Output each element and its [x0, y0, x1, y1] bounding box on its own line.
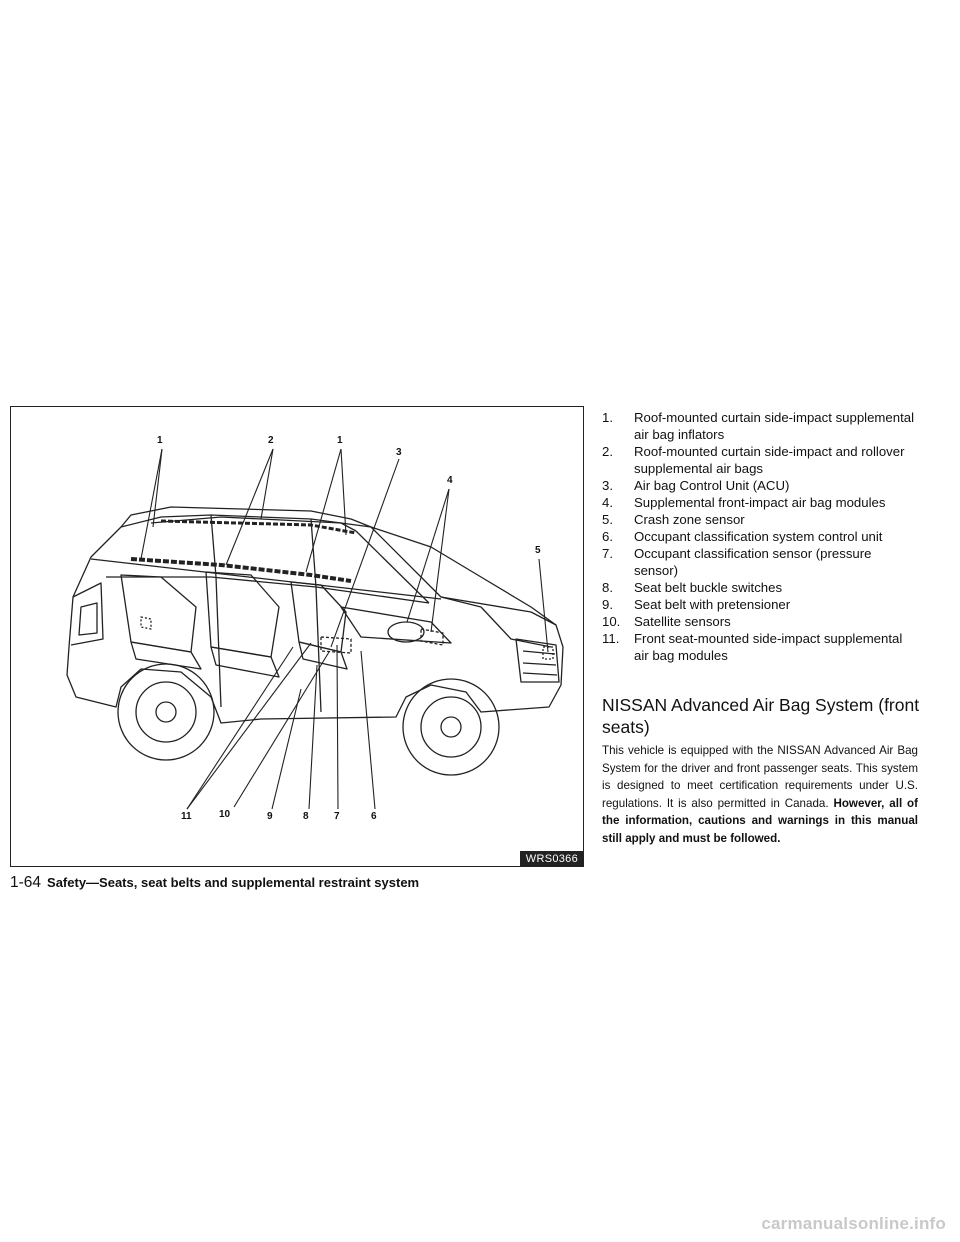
legend-item: 5. Crash zone sensor	[602, 511, 914, 528]
legend-item: 3. Air bag Control Unit (ACU)	[602, 477, 914, 494]
callout-1a: 1	[157, 435, 163, 446]
legend-number: 11.	[602, 631, 620, 646]
vehicle-airbag-diagram: 1 2 1 3 4 5 11 10 9 8 7 6 WRS0366	[10, 406, 584, 867]
callout-11: 11	[181, 811, 192, 822]
callout-1b: 1	[337, 435, 343, 446]
legend-item: 8. Seat belt buckle switches	[602, 579, 914, 596]
section-title: Safety—Seats, seat belts and supplementa…	[47, 875, 420, 890]
callout-4: 4	[447, 475, 453, 486]
callout-8: 8	[303, 811, 309, 822]
legend-item: 1. Roof-mounted curtain side-impact suppl…	[602, 409, 914, 443]
body-text: This vehicle is equipped with the NISSAN…	[602, 744, 918, 810]
legend-text: Seat belt with pretensioner	[634, 597, 791, 612]
legend-text: Satellite sensors	[634, 614, 731, 629]
legend-number: 7.	[602, 546, 613, 561]
legend-item: 2. Roof-mounted curtain side-impact and r…	[602, 443, 914, 477]
legend-number: 1.	[602, 410, 613, 425]
legend-item: 4. Supplemental front-impact air bag modu…	[602, 494, 914, 511]
legend-item: 10. Satellite sensors	[602, 613, 914, 630]
legend-item: 7. Occupant classification sensor (pressu…	[602, 545, 914, 579]
callout-6: 6	[371, 811, 377, 822]
legend-number: 4.	[602, 495, 613, 510]
callout-2: 2	[268, 435, 274, 446]
callout-7: 7	[334, 811, 340, 822]
legend-number: 9.	[602, 597, 613, 612]
legend-text: Roof-mounted curtain side-impact supplem…	[634, 410, 915, 442]
callout-3: 3	[396, 447, 402, 458]
legend-text: Front seat-mounted side-impact supplemen…	[634, 631, 903, 663]
component-legend: 1. Roof-mounted curtain side-impact suppl…	[602, 409, 914, 664]
callout-9: 9	[267, 811, 273, 822]
legend-number: 2.	[602, 444, 613, 459]
legend-number: 8.	[602, 580, 613, 595]
legend-text: Supplemental front-impact air bag module…	[634, 495, 886, 510]
watermark-link[interactable]: carmanualsonline.info	[761, 1214, 946, 1233]
legend-text: Crash zone sensor	[634, 512, 745, 527]
legend-item: 6. Occupant classification system control…	[602, 528, 914, 545]
legend-item: 9. Seat belt with pretensioner	[602, 596, 914, 613]
legend-text: Seat belt buckle switches	[634, 580, 783, 595]
legend-number: 5.	[602, 512, 613, 527]
legend-text: Occupant classification system control u…	[634, 529, 883, 544]
legend-number: 6.	[602, 529, 613, 544]
body-bold-warning: However, all of the information, caution…	[602, 796, 918, 845]
vehicle-illustration	[66, 448, 564, 810]
figure-code: WRS0366	[519, 851, 583, 866]
page-footer: 1-64 Safety—Seats, seat belts and supplem…	[10, 874, 419, 892]
section-heading: NISSAN Advanced Air Bag System (front se…	[602, 695, 920, 737]
legend-number: 10.	[602, 614, 621, 629]
section-body: This vehicle is equipped with the NISSAN…	[602, 742, 918, 848]
legend-text: Occupant classification sensor (pressure…	[634, 546, 872, 578]
legend-text: Air bag Control Unit (ACU)	[634, 478, 790, 493]
callout-5: 5	[535, 545, 541, 556]
page-number: 1-64	[10, 874, 42, 891]
legend-item: 11. Front seat-mounted side-impact supple…	[602, 630, 914, 664]
legend-number: 3.	[602, 478, 613, 493]
legend-text: Roof-mounted curtain side-impact and rol…	[634, 444, 905, 476]
callout-10: 10	[219, 809, 231, 820]
